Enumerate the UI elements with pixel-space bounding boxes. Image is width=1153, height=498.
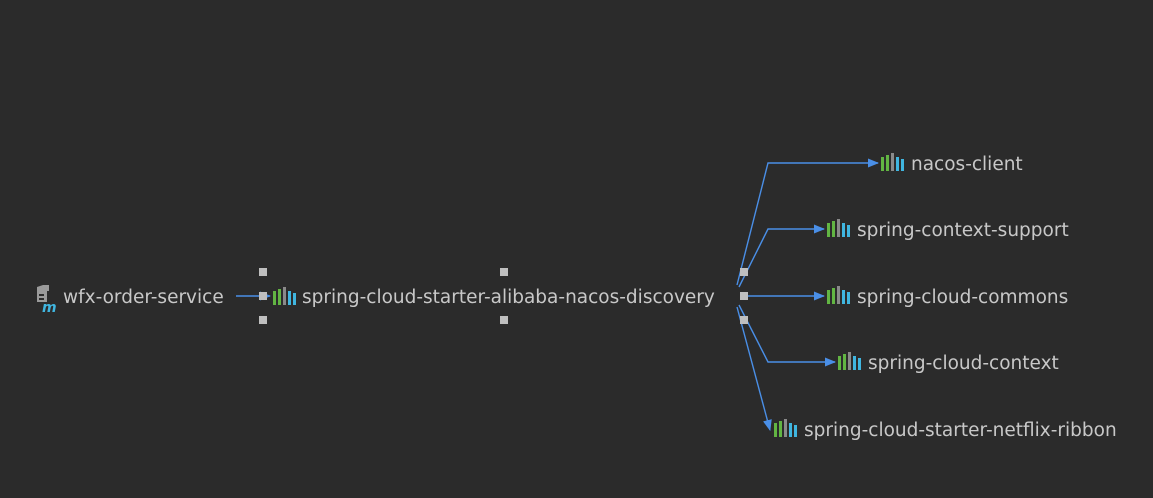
node-spring-context-support[interactable]: spring-context-support: [827, 219, 1069, 241]
node-label: spring-cloud-starter-alibaba-nacos-disco…: [302, 287, 715, 308]
library-icon: [273, 287, 296, 305]
node-spring-cloud-starter-alibaba-nacos-discovery[interactable]: spring-cloud-starter-alibaba-nacos-disco…: [259, 268, 748, 324]
edges: [236, 158, 880, 432]
library-icon: [838, 352, 861, 370]
selection-handle-top-left[interactable]: [259, 268, 267, 276]
selection-handle-bottom-middle[interactable]: [500, 316, 508, 324]
selection-handle-middle-left[interactable]: [259, 292, 267, 300]
node-spring-cloud-context[interactable]: spring-cloud-context: [838, 352, 1059, 374]
selection-handle-top-right[interactable]: [740, 268, 748, 276]
node-nacos-client[interactable]: nacos-client: [881, 153, 1023, 175]
node-wfx-order-service[interactable]: m wfx-order-service: [37, 285, 224, 316]
selection-handle-bottom-right[interactable]: [740, 316, 748, 324]
library-icon: [881, 153, 904, 171]
edge-to-spring-cloud-starter-netflix-ribbon: [736, 306, 772, 432]
library-icon: [827, 286, 850, 304]
node-label: spring-cloud-context: [868, 353, 1059, 374]
node-spring-cloud-commons[interactable]: spring-cloud-commons: [827, 286, 1068, 308]
node-spring-cloud-starter-netflix-ribbon[interactable]: spring-cloud-starter-netflix-ribbon: [774, 419, 1117, 441]
svg-text:m: m: [42, 300, 57, 316]
maven-module-icon: m: [37, 285, 57, 316]
node-label: spring-cloud-starter-netflix-ribbon: [804, 420, 1117, 441]
edge-to-nacos-client: [736, 158, 880, 286]
library-icon: [774, 419, 797, 437]
node-label: spring-cloud-commons: [857, 287, 1068, 308]
selection-handle-middle-right[interactable]: [740, 292, 748, 300]
selection-handle-top-middle[interactable]: [500, 268, 508, 276]
node-label: wfx-order-service: [63, 287, 224, 308]
edge-to-spring-cloud-context: [738, 304, 837, 367]
node-label: nacos-client: [911, 154, 1023, 175]
node-label: spring-context-support: [857, 220, 1069, 241]
selection-handle-bottom-left[interactable]: [259, 316, 267, 324]
edge-to-spring-context-support: [738, 224, 826, 288]
library-icon: [827, 219, 850, 237]
